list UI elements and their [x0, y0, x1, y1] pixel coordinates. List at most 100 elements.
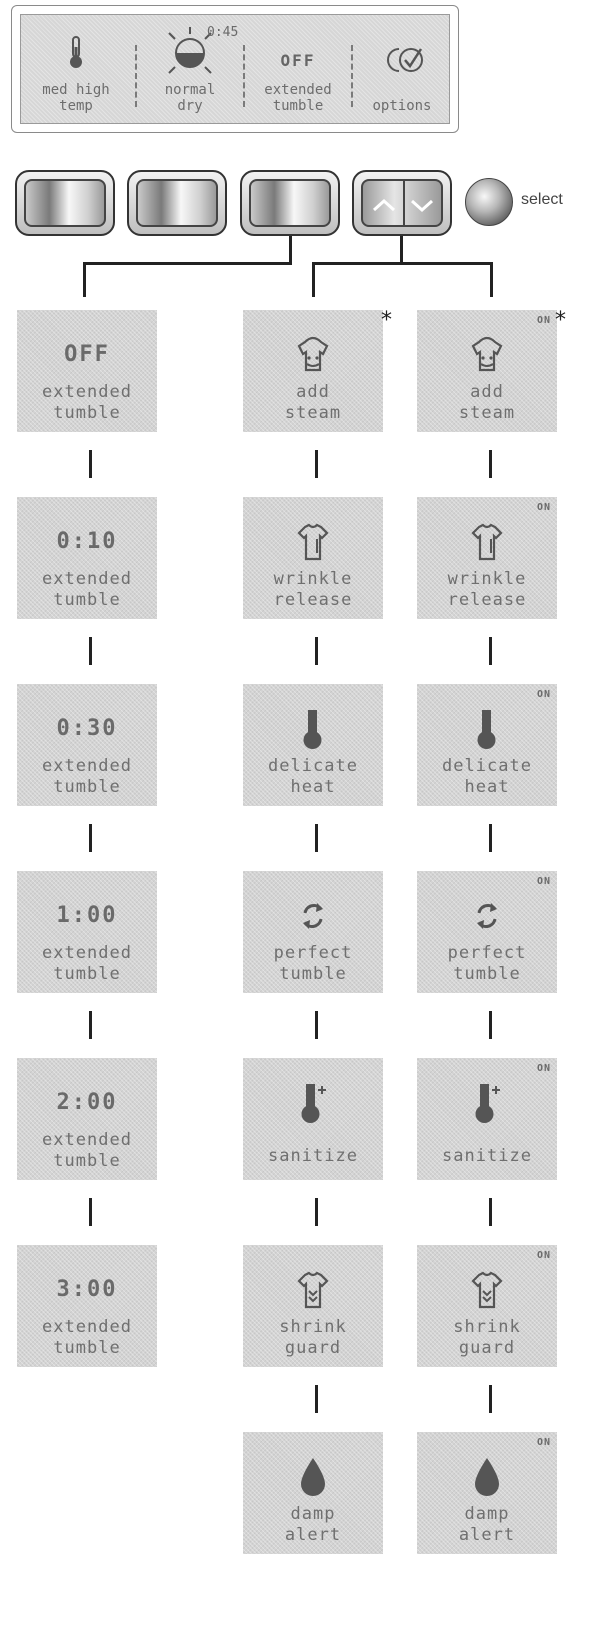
tile-label-line-1: wrinkle [447, 569, 527, 589]
tumble-time-value: 0:30 [56, 716, 118, 741]
on-indicator: ON [536, 1063, 551, 1074]
connector [315, 1198, 318, 1226]
connector [83, 262, 292, 265]
thermometer-plus-icon [301, 1084, 326, 1123]
tile-label-line-1: add [296, 382, 330, 402]
tile-label-line-2: guard [458, 1338, 516, 1358]
status-tumble-label-2: tumble [272, 98, 324, 114]
tile-label-line-1: sanitize [442, 1146, 532, 1166]
tile-label-line-1: extended [42, 756, 132, 776]
tile-label-line-1: extended [42, 569, 132, 589]
thermometer-icon [477, 710, 496, 749]
tile-label-line-2: tumble [53, 1338, 121, 1358]
tile-label-line-2: alert [458, 1525, 516, 1545]
up-arrow-icon[interactable] [371, 195, 397, 215]
status-options: options [355, 15, 449, 123]
connector [89, 1011, 92, 1039]
on-indicator: ON [536, 1250, 551, 1261]
tumble-time-value: 1:00 [56, 903, 118, 928]
tile-label-line-2: heat [290, 777, 336, 797]
tile-label-line-2: tumble [279, 964, 347, 984]
status-dry-label-1: normal [164, 82, 216, 98]
options-check-icon [387, 48, 423, 72]
status-display: med high temp normal dry 0:45 OFF extend… [20, 14, 450, 124]
cycle-button-1[interactable] [15, 170, 115, 236]
tile-label-line-2: steam [458, 403, 516, 423]
drop-icon [475, 1458, 499, 1496]
status-time: 0:45 [207, 25, 239, 40]
tile-label-line-2: alert [284, 1525, 342, 1545]
connector [315, 1011, 318, 1039]
select-label: select [521, 191, 563, 208]
status-tumble: OFF extended tumble [247, 15, 349, 123]
tile-label-line-2: guard [284, 1338, 342, 1358]
connector [312, 262, 315, 297]
connector [315, 1385, 318, 1413]
on-indicator: ON [536, 1437, 551, 1448]
shirt-icon [471, 523, 503, 561]
status-options-label: options [372, 98, 432, 114]
select-knob[interactable] [465, 178, 513, 226]
tile-label-line-1: perfect [273, 943, 353, 963]
tile-label-line-1: shrink [279, 1317, 347, 1337]
shirt-icon [297, 523, 329, 561]
footnote-mark: * [555, 308, 566, 333]
status-panel: med high temp normal dry 0:45 OFF extend… [11, 5, 459, 133]
tile-label-line-2: steam [284, 403, 342, 423]
option-arrows-button[interactable] [352, 170, 452, 236]
tumble-time-value: 3:00 [56, 1277, 118, 1302]
status-divider [243, 45, 245, 107]
on-indicator: ON [536, 876, 551, 887]
tile-label-line-1: damp [290, 1504, 336, 1524]
down-check-icon[interactable] [409, 195, 435, 215]
cycle-button-2[interactable] [127, 170, 227, 236]
connector [315, 450, 318, 478]
option-on-tile: ON sanitize [417, 1058, 557, 1180]
tile-label-line-1: shrink [453, 1317, 521, 1337]
tile-label-line-1: add [470, 382, 504, 402]
status-divider [351, 45, 353, 107]
tile-label-line-1: extended [42, 1130, 132, 1150]
connector [289, 236, 292, 265]
connector [400, 236, 403, 265]
status-temp-label-1: med high [42, 82, 110, 98]
connector [489, 1011, 492, 1039]
option-tile: sanitize [243, 1058, 383, 1180]
steam-shirt-icon [297, 336, 329, 372]
thermometer-icon [70, 36, 82, 68]
connector [489, 1198, 492, 1226]
tile-label-line-2: tumble [53, 964, 121, 984]
steam-shirt-icon [471, 336, 503, 372]
status-dry: normal dry [139, 15, 241, 123]
connector [312, 262, 493, 265]
thermometer-icon [303, 710, 322, 749]
tile-label-line-1: sanitize [268, 1146, 358, 1166]
on-indicator: ON [536, 502, 551, 513]
connector [83, 262, 86, 297]
cycle-button-3[interactable] [240, 170, 340, 236]
status-dry-label-2: dry [177, 98, 203, 114]
footnote-mark: * [381, 308, 392, 333]
connector [489, 450, 492, 478]
tumble-arrows-icon [477, 903, 497, 929]
status-tumble-value: OFF [280, 51, 316, 70]
connector [315, 824, 318, 852]
tumble-time-value: OFF [64, 342, 110, 367]
status-temp-label-2: temp [59, 98, 93, 114]
status-divider [135, 45, 137, 107]
tile-label-line-2: tumble [53, 403, 121, 423]
tile-label-line-2: tumble [53, 777, 121, 797]
tile-label-line-1: perfect [447, 943, 527, 963]
on-indicator: ON [536, 689, 551, 700]
tile-label-line-2: tumble [453, 964, 521, 984]
status-tumble-label-1: extended [264, 82, 332, 98]
shrink-shirt-icon [471, 1271, 503, 1309]
